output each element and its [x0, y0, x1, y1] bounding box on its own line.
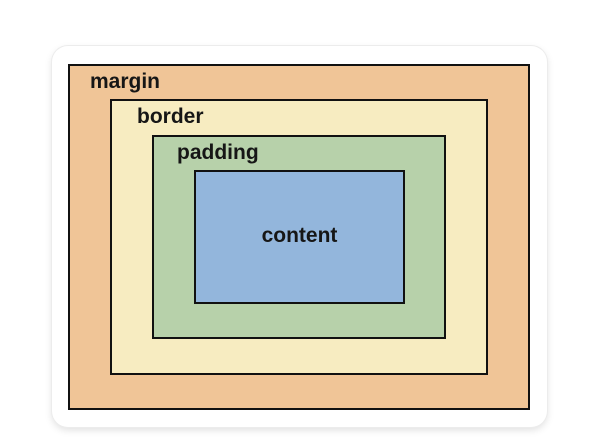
- content-label: content: [261, 224, 338, 247]
- border-label: border: [137, 105, 204, 128]
- margin-label: margin: [90, 70, 161, 93]
- content-box: [194, 170, 405, 304]
- padding-label: padding: [177, 141, 259, 164]
